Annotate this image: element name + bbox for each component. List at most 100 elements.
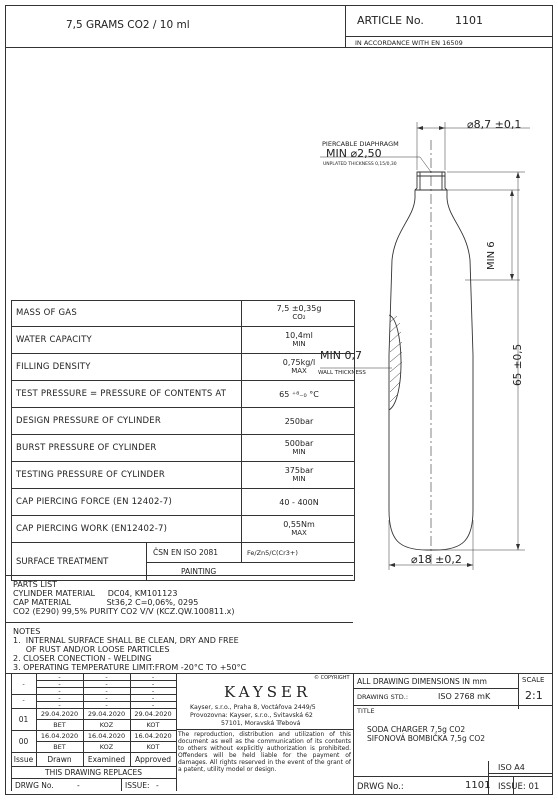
- painting-label: PAINTING: [181, 567, 217, 576]
- replaces-drwg-value: -: [77, 781, 80, 790]
- spec-value-sub: MAX: [291, 529, 307, 537]
- spec-value-main: 375bar: [284, 466, 314, 475]
- rev-cell: -: [58, 687, 61, 695]
- rev-cell: -: [105, 687, 108, 695]
- spec-value-main: 65 ⁺⁸₋₀ °C: [279, 389, 319, 399]
- rev-date: 29.04.2020: [87, 710, 126, 718]
- header-divider: [5, 47, 553, 48]
- rev-cell: -: [105, 694, 108, 702]
- surface-standard: ČSN EN ISO 2081: [153, 548, 219, 557]
- parts-divider: [5, 575, 353, 576]
- surface-label: SURFACE TREATMENT: [16, 557, 109, 567]
- spec-value-main: 0,75kg/l: [282, 358, 316, 367]
- replaces-drwg-label: DRWG No.: [15, 781, 54, 790]
- spec-value-main: 0,55Nm: [283, 520, 315, 529]
- spec-value: 250bar: [241, 408, 356, 434]
- spec-label: DESIGN PRESSURE OF CYLINDER: [16, 416, 161, 426]
- col-examined: Examined: [87, 755, 126, 764]
- format-value: ISO A4: [498, 763, 525, 772]
- spec-table: [11, 300, 355, 581]
- spec-value-main: 500bar: [284, 439, 314, 448]
- rev-initials: KOT: [146, 743, 160, 751]
- drawing-frame: [5, 5, 553, 795]
- col-approved: Approved: [135, 755, 171, 764]
- rev-cell: -: [58, 701, 61, 709]
- pierce-title: PIERCABLE DIAPHRAGM: [322, 140, 399, 148]
- wall-section: [388, 314, 402, 411]
- std-label: DRAWING STD.:: [357, 693, 409, 701]
- col-issue: Issue: [13, 755, 34, 764]
- rev-cell: -: [58, 694, 61, 702]
- spec-value-sub: MIN: [292, 340, 306, 348]
- article-number: 1101: [455, 14, 483, 27]
- spec-value: 40 - 400N: [241, 489, 356, 515]
- spec-value-main: 250bar: [284, 416, 314, 426]
- spec-row: CAP PIERCING FORCE (EN 12402-7) 40 - 400…: [11, 489, 355, 516]
- rev-cell: -: [22, 696, 25, 704]
- header-title: 7,5 GRAMS CO2 / 10 ml: [66, 19, 190, 31]
- parts-line: CYLINDER MATERIAL DC04, KM101123: [13, 589, 178, 598]
- title-line: SODA CHARGER 7,5g CO2: [367, 725, 466, 734]
- rev-cell: -: [22, 680, 25, 688]
- rev-date: 16.04.2020: [87, 732, 126, 740]
- company-block: © COPYRIGHT KAYSER Kayser, s.r.o., Praha…: [176, 673, 353, 791]
- parts-line: CO2 (E290) 99,5% PURITY CO2 V/V (KCZ.QW.…: [13, 607, 235, 616]
- spec-label: CAP PIERCING FORCE (EN 12402-7): [16, 497, 172, 507]
- wall-dim: MIN 0,7: [320, 349, 362, 362]
- notes-title: NOTES: [13, 627, 41, 636]
- spec-value: 65 ⁺⁸₋₀ °C: [241, 381, 356, 407]
- col-drawn: Drawn: [47, 755, 72, 764]
- spec-value-main: 40 - 400N: [279, 497, 319, 507]
- header-split: [345, 5, 346, 47]
- legal-notice: The reproduction, distribution and utili…: [178, 731, 351, 774]
- company-address: 57101, Moravská Třebová: [221, 720, 301, 727]
- std-value: ISO 2768 mK: [438, 692, 491, 701]
- title-block: ALL DRAWING DIMENSIONS IN mm SCALE 2:1 D…: [353, 673, 553, 795]
- spec-value-main: 10,4ml: [285, 331, 313, 340]
- spec-value-sub: MAX: [291, 367, 307, 375]
- surface-standard-value: Fe/Zn5/C(Cr3+): [247, 549, 298, 557]
- drwg-number: 1101: [465, 780, 491, 791]
- spec-label: WATER CAPACITY: [16, 335, 92, 345]
- min6-dim: MIN 6: [486, 241, 497, 270]
- company-address: Provozovna: Kayser, s.r.o., Svitavská 62: [190, 712, 313, 719]
- article-label: ARTICLE No.: [357, 14, 424, 27]
- spec-row: DESIGN PRESSURE OF CYLINDER 250bar: [11, 408, 355, 435]
- surface-row: SURFACE TREATMENT ČSN EN ISO 2081 Fe/Zn5…: [11, 543, 355, 581]
- dims-note: ALL DRAWING DIMENSIONS IN mm: [357, 677, 487, 686]
- spec-label: BURST PRESSURE OF CYLINDER: [16, 443, 157, 453]
- title-line: SIFONOVÁ BOMBIČKA 7,5g CO2: [367, 734, 486, 743]
- spec-label: FILLING DENSITY: [16, 362, 91, 372]
- replaces-issue-label: ISSUE:: [125, 781, 150, 790]
- spec-value-sub: MIN: [292, 475, 306, 483]
- rev-cell: -: [151, 680, 155, 688]
- spec-label: TEST PRESSURE = PRESSURE OF CONTENTS AT: [16, 389, 227, 399]
- rev-date: 29.04.2020: [40, 710, 79, 718]
- spec-value-sub: MIN: [292, 448, 306, 456]
- spec-row: TEST PRESSURE = PRESSURE OF CONTENTS AT …: [11, 381, 355, 408]
- standard-note: IN ACCORDANCE WITH EN 16509: [355, 39, 463, 47]
- note-item: 2. CLOSER CONECTION - WELDING: [13, 654, 152, 663]
- pierce-dimension: MIN ⌀2,50: [326, 147, 382, 160]
- length-dim: 65 ±0,5: [512, 343, 524, 386]
- unplated-thickness: UNPLATED THICKNESS 0,15/0,30: [323, 162, 397, 167]
- notes-divider: [5, 622, 353, 623]
- header-sub-divider: [345, 36, 553, 37]
- note-item: 3. OPERATING TEMPERATURE LIMIT:FROM -20°…: [13, 663, 247, 672]
- rev-date: 16.04.2020: [134, 732, 172, 740]
- rev-cell: -: [105, 701, 108, 709]
- spec-value-main: 7,5 ±0,35g: [276, 304, 322, 313]
- rev-initials: BET: [53, 721, 66, 729]
- rev-initials: KOZ: [99, 743, 114, 751]
- scale-value: 2:1: [525, 689, 543, 702]
